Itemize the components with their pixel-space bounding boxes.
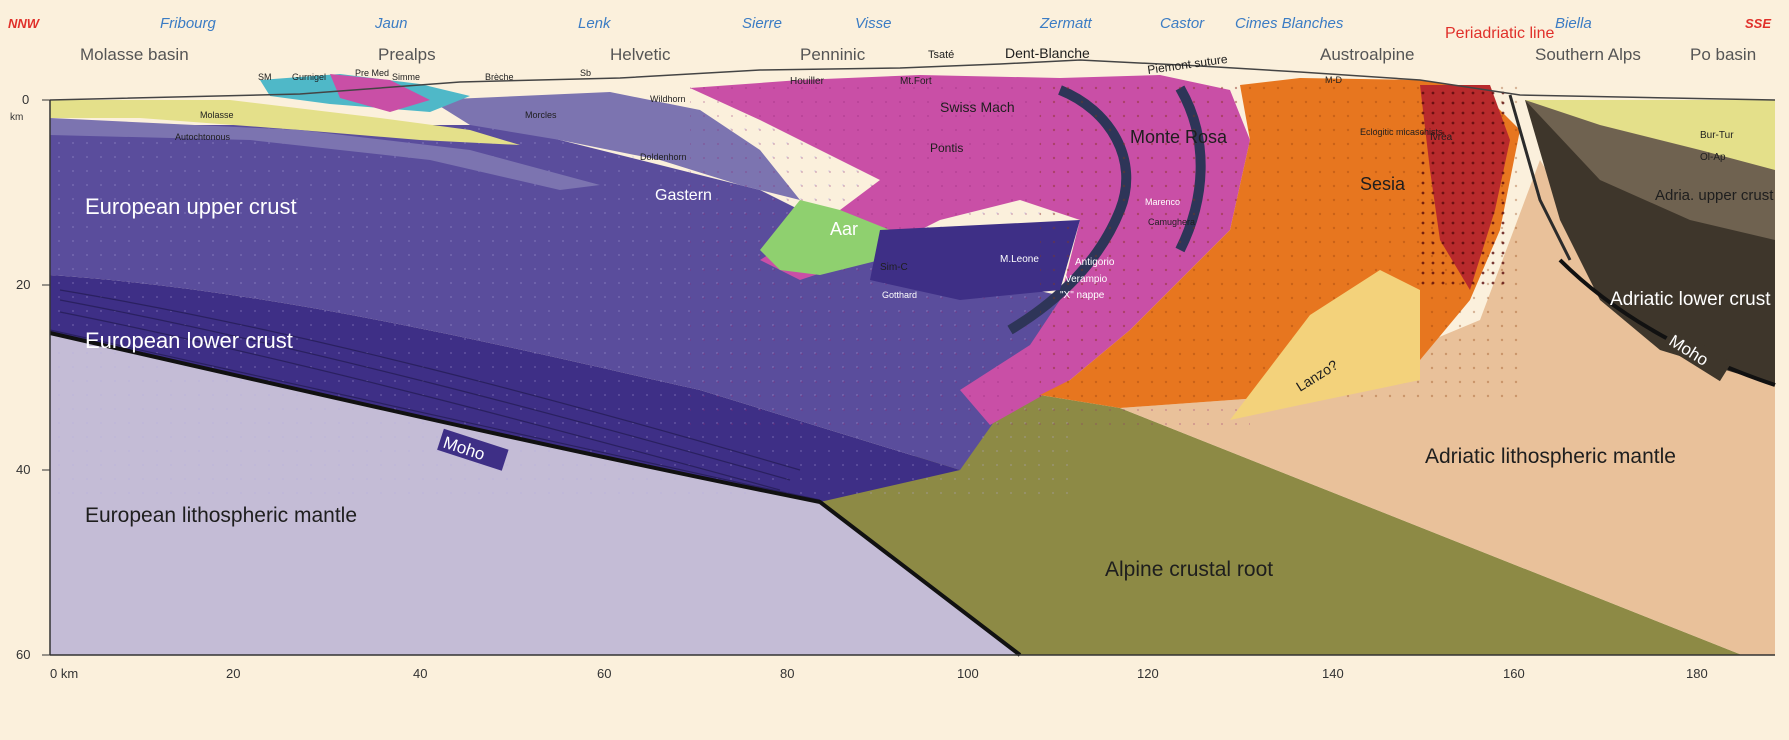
x-tick-label-5: 100 [957,666,979,681]
moho-left-badge [437,428,509,471]
european-upper-crust-lines [49,289,821,501]
locality-1: Jaun [374,15,408,32]
unit-european-lower-crust: European lower crust [85,328,293,353]
x-tick-label-3: 60 [597,666,611,681]
zone-southern-alps: Southern Alps [1535,45,1641,64]
y-tick-label-0: 0 [22,92,29,107]
unit-monte-rosa: Monte Rosa [1130,127,1228,147]
zone-molasse-basin: Molasse basin [80,45,189,64]
unit-gastern: Gastern [655,187,712,204]
y-tick-label-1: 20 [16,277,30,292]
label-molasse: Molasse [200,110,234,120]
zone-mt-fort: Mt.Fort [900,76,932,87]
unit-antigorio: Antigorio [1075,257,1115,268]
x-tick-label-7: 140 [1322,666,1344,681]
locality-7: Cimes Blanches [1235,15,1344,32]
label-breche: Brèche [485,72,514,82]
zone-periadriatic: Periadriatic line [1445,25,1554,42]
periadriatic-fault [1508,94,1572,261]
unit-european-upper-crust: European upper crust [85,194,297,219]
x-tick-label-4: 80 [780,666,794,681]
lanzo-body [1230,270,1420,420]
orientation-right: SSE [1745,16,1771,31]
label-sm: SM [258,72,272,82]
y-axis-unit: km [10,112,23,123]
moho-right-badge [1662,326,1732,382]
unit-adria-lower: Adriatic lower crust [1610,289,1771,310]
unit-swiss-mach: Swiss Mach [940,99,1015,115]
label-eclogitic: Eclogitic micaschists [1360,127,1443,137]
moho-european [49,331,1022,657]
unit-european-mantle: European lithospheric mantle [85,504,357,527]
locality-5: Zermatt [1039,15,1093,32]
x-tick-label-1: 20 [226,666,240,681]
unit-adria-upper: Adria. upper crust [1655,187,1774,204]
unit-m-leone: M.Leone [1000,254,1039,265]
unit-x-nappe: "X" nappe [1060,290,1105,301]
ivrea-texture [1420,85,1510,290]
unit-gotthard: Gotthard [882,290,917,300]
zone-tsate: Tsaté [928,49,954,61]
label-doldenhorn: Doldenhorn [640,152,687,162]
prealps-pink [330,74,430,112]
zone-dent-blanche: Dent-Blanche [1005,45,1090,61]
label-wildhorn: Wildhorn [650,94,686,104]
zone-piemont-suture: Piemont suture [1146,52,1228,77]
zone-houiller: Houiller [790,76,825,87]
locality-4: Visse [855,15,891,32]
zone-helvetic: Helvetic [610,45,671,64]
unit-sesia: Sesia [1360,174,1406,194]
y-tick-label-3: 60 [16,647,30,662]
zone-po-basin: Po basin [1690,45,1756,64]
zone-austroalpine: Austroalpine [1320,45,1415,64]
locality-0: Fribourg [160,15,217,32]
label-gurnigel: Gurnigel [292,72,326,82]
label-morcles: Morcles [525,110,557,120]
unit-pontis: Pontis [930,141,963,155]
label-ivrea: Ivrea [1430,132,1453,143]
orientation-left: NNW [8,16,41,31]
y-tick-label-2: 40 [16,462,30,477]
zone-penninic: Penninic [800,45,866,64]
label-bur-tur: Bur-Tur [1700,130,1734,141]
molasse-wedge [50,100,520,145]
locality-3: Sierre [742,15,782,32]
unit-camughera: Camughera [1148,217,1195,227]
po-basin-fill [1525,100,1775,170]
x-tick-label-9: 180 [1686,666,1708,681]
unit-aar: Aar [830,219,858,239]
x-tick-label-0: 0 km [50,666,78,681]
zone-prealps: Prealps [378,45,436,64]
locality-2: Lenk [578,15,612,32]
x-tick-label-8: 160 [1503,666,1525,681]
label-mont-dolin: M-D [1325,75,1342,85]
unit-simano: Sim-C [880,262,908,273]
topography [49,59,1776,101]
label-ol-ap: Ol-Ap [1700,152,1726,163]
moho-adriatic [1558,258,1776,387]
lower-penninic-nappes [870,220,1080,300]
unit-alpine-root: Alpine crustal root [1105,558,1273,581]
locality-6: Castor [1160,15,1205,32]
unit-verampio: Verampio [1065,274,1108,285]
locality-8: Biella [1555,15,1592,32]
autochthonous-layer [50,118,600,190]
label-simme: Simme [392,72,420,82]
label-autochtonous: Autochtonous [175,132,231,142]
x-tick-label-2: 40 [413,666,427,681]
label-pre-med: Pre Med [355,68,389,78]
unit-adria-mantle: Adriatic lithospheric mantle [1425,445,1676,468]
label-sb: Sb [580,68,591,78]
x-tick-label-6: 120 [1137,666,1159,681]
unit-marenco: Marenco [1145,197,1180,207]
